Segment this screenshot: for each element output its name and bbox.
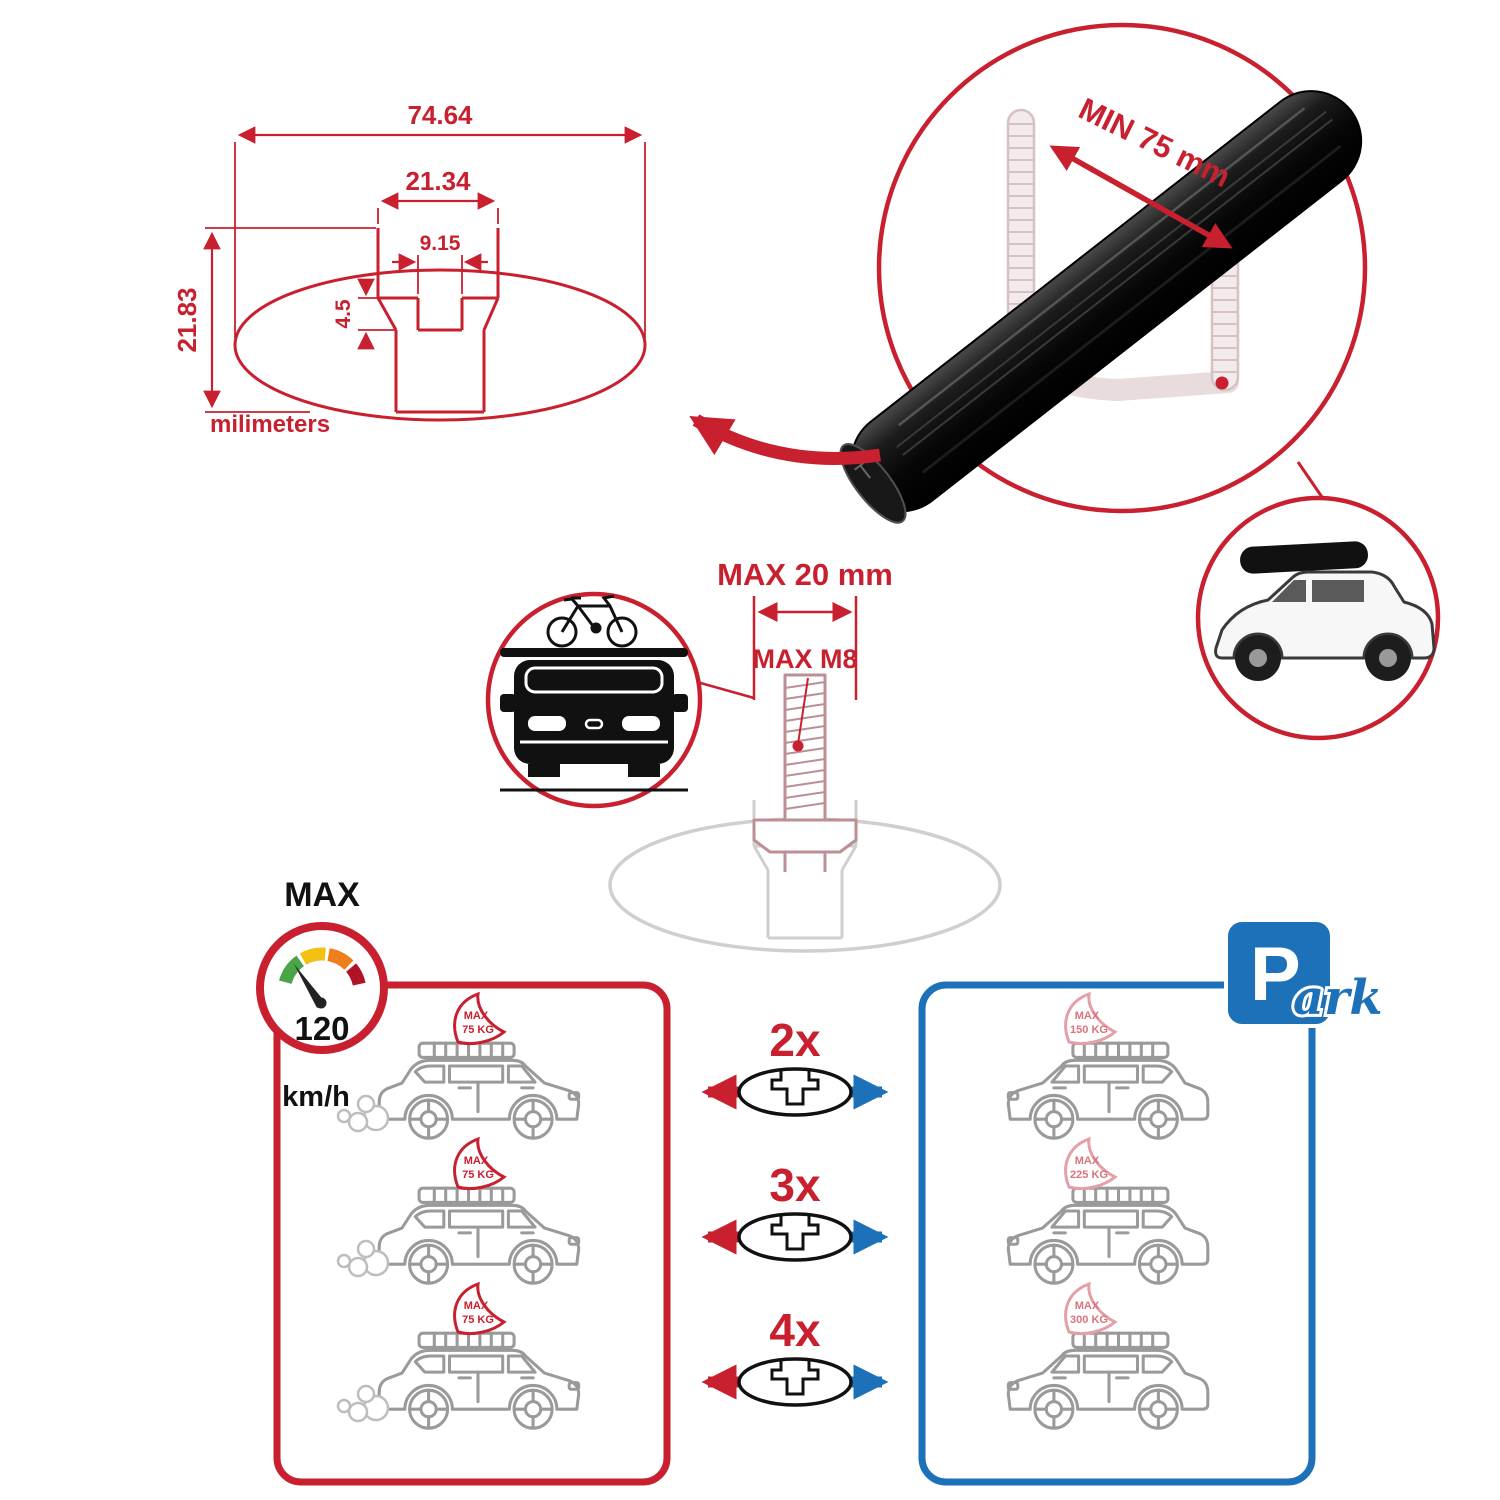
crossbar-profile-icon: [737, 1067, 853, 1117]
park-sign-letter: P: [1250, 932, 1301, 1017]
bar-count-row: 3x: [701, 1159, 889, 1262]
load-tag: MAX 225 KG: [1064, 1137, 1117, 1191]
gauge-pivot: [315, 997, 327, 1009]
roof-box-icon: [1240, 541, 1368, 574]
gauge-arcs: [279, 947, 366, 986]
speed-value: 120: [294, 1010, 349, 1047]
suv-body: [1214, 570, 1436, 660]
dim-slot-width-label: 9.15: [420, 232, 461, 255]
crossbar-profile-icon: [737, 1212, 853, 1262]
bar-detail-callout: MIN 75 mm: [689, 22, 1368, 524]
load-tag-line1: MAX: [1075, 1155, 1100, 1167]
bar-count-label: 2x: [769, 1014, 821, 1066]
dim-height: 21.83: [172, 227, 376, 413]
bar-count-label: 3x: [769, 1159, 821, 1211]
thread-dot: [792, 740, 804, 752]
bar-profile-ellipse: [233, 268, 647, 422]
load-tag-line1: MAX: [464, 1010, 489, 1022]
dim-total-width: 74.64: [234, 100, 646, 338]
bolt-diagram: MAX 20 mm MAX M8: [608, 557, 1002, 953]
connector-to-roofbox: [1296, 461, 1326, 501]
units-label: milimeters: [210, 411, 330, 438]
speed-gauge: MAX 120 km/h: [256, 876, 388, 1113]
dim-channel-width-label: 21.34: [405, 166, 471, 196]
bracket-dot: [1215, 376, 1229, 390]
bar-count-label: 4x: [769, 1304, 821, 1356]
load-tag-line1: MAX: [464, 1300, 489, 1312]
driving-car-row: MAX 75 KG: [336, 992, 581, 1140]
dim-height-label: 21.83: [172, 287, 202, 352]
parked-car-row: MAX 150 KG: [1006, 992, 1210, 1140]
dim-channel-width: 21.34: [377, 166, 499, 224]
t-bolt: [752, 673, 858, 872]
roofbox-car-callout: [1195, 495, 1441, 741]
connector-to-bolt: [696, 680, 755, 700]
load-tag-line1: MAX: [1075, 1010, 1100, 1022]
dim-slot-width: 9.15: [392, 232, 488, 294]
park-sign-suffix: ark: [1293, 970, 1383, 1026]
suv-hub-rear: [1379, 649, 1397, 667]
load-tag-line1: MAX: [1075, 1300, 1100, 1312]
load-tag-line2: 150 KG: [1070, 1024, 1108, 1036]
suv-hub-front: [1249, 649, 1267, 667]
load-tag: MAX 75 KG: [453, 1137, 506, 1191]
bike-car-callout: [485, 591, 755, 809]
driving-car-row: MAX 75 KG: [336, 1282, 581, 1430]
park-sign: P ark: [1224, 918, 1386, 1029]
max-width-label: MAX 20 mm: [717, 557, 893, 592]
bar-count-row: 2x: [701, 1014, 889, 1117]
load-tag-line2: 75 KG: [462, 1314, 494, 1326]
gauge-ring: [256, 922, 388, 1054]
callout-arrow-to-section: [689, 414, 881, 465]
cross-section-diagram: 74.64 21.34 9.15 4.5 21.83 milimeters: [172, 100, 647, 438]
load-tag-line2: 75 KG: [462, 1169, 494, 1181]
parked-car-row: MAX 300 KG: [1006, 1282, 1210, 1430]
driving-car-row: MAX 75 KG: [336, 1137, 581, 1285]
crossbar-profile-icon: [737, 1357, 853, 1407]
dim-slot-depth-label: 4.5: [332, 299, 355, 329]
dim-total-width-label: 74.64: [407, 100, 473, 130]
bar-count-row: 4x: [701, 1304, 889, 1407]
load-tag: MAX 75 KG: [453, 992, 506, 1046]
min-length-arrow: [1049, 145, 1233, 249]
max-thread-label: MAX M8: [752, 644, 857, 674]
car-front-icon: [500, 648, 688, 792]
speed-max-label: MAX: [284, 876, 360, 914]
crossbar-photo: [839, 90, 1363, 524]
dim-slot-depth: 4.5: [332, 278, 396, 350]
suv-windows: [1272, 580, 1364, 602]
gauge-needle: [294, 964, 325, 1008]
load-tag-line2: 75 KG: [462, 1024, 494, 1036]
load-tag-line2: 300 KG: [1070, 1314, 1108, 1326]
load-tag: MAX 300 KG: [1064, 1282, 1117, 1336]
load-tag-line1: MAX: [464, 1155, 489, 1167]
speed-units: km/h: [282, 1081, 350, 1113]
parked-car-row: MAX 225 KG: [1006, 1137, 1210, 1285]
t-slot-channel: [376, 228, 500, 414]
load-tag: MAX 75 KG: [453, 1282, 506, 1336]
bicycle-icon: [546, 594, 638, 648]
load-tag: MAX 150 KG: [1064, 992, 1117, 1046]
load-tag-line2: 225 KG: [1070, 1169, 1108, 1181]
park-sign-board: [1224, 918, 1334, 1028]
thread-leader-line: [797, 677, 809, 745]
